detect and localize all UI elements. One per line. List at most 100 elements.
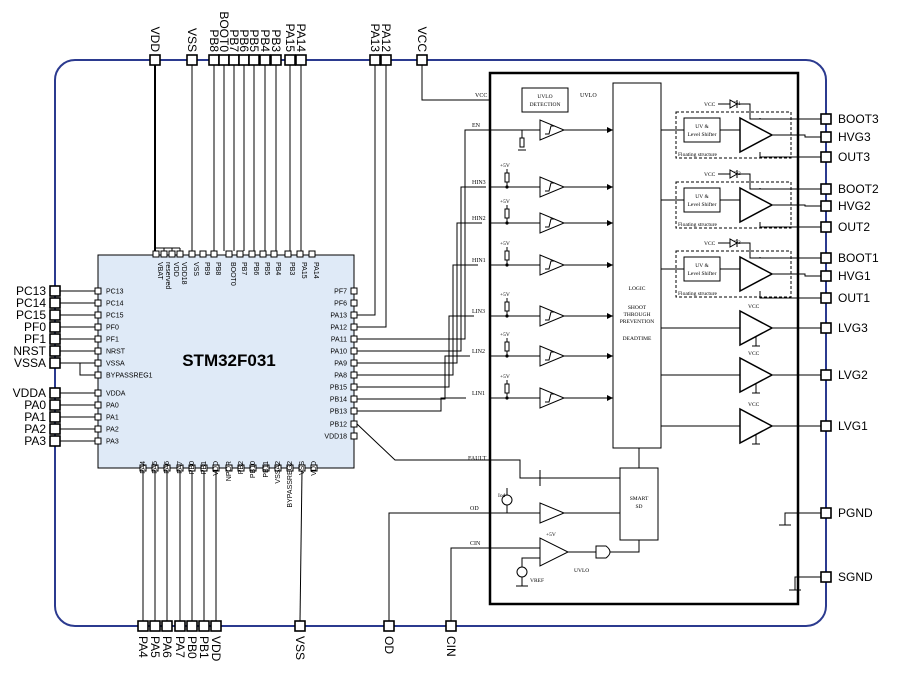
schmitt-buffer: [539, 119, 566, 141]
package-pin-out1: [820, 292, 832, 304]
hvg-wire: [772, 204, 821, 207]
package-pin-vssa: [49, 357, 61, 369]
package-pin-pa4: [137, 620, 149, 632]
mcu-pin-label-pf0: PF0: [106, 325, 119, 332]
mcu-pin-label-pb2: PB2: [238, 461, 245, 474]
package-pin-label-pf1: PF1: [24, 332, 46, 346]
mcu-pin-label-pb6: PB6: [252, 262, 259, 275]
mcu-pin-label-pb1: PB1: [201, 461, 208, 474]
mcu-pin-label-pa5: PA5: [152, 461, 159, 474]
package-pin-pa0: [49, 399, 61, 411]
mcu-pin-label-vssa2: VSSA2: [275, 461, 282, 484]
package-pin-nrst: [49, 345, 61, 357]
mcu-pin-label-pb11: PB11: [263, 461, 270, 478]
level-shifter-line2: Level Shifter: [688, 270, 717, 277]
mcu-pin-label-pa10: PA10: [330, 349, 347, 356]
package-pin-label-pa6-2: PA6: [160, 636, 174, 658]
mcu-pin-label-pb4: PB4: [274, 262, 281, 275]
mcu-pin-pf0: [94, 323, 102, 331]
mcu-pin-pb13: [350, 407, 358, 415]
level-shifter-line1: UV &: [695, 194, 709, 200]
mcu-pin-pb10: [249, 464, 257, 472]
mcu-pin-label-vss: VSS: [192, 262, 199, 276]
hvg-wire: [772, 273, 821, 277]
mcu-pin-label-pa4: PA4: [140, 461, 147, 474]
vcc-wire: [421, 65, 520, 101]
mcu-pin-vssa: [94, 359, 102, 367]
mcu-pin-pc15: [94, 311, 102, 319]
package-pin-label-out2: OUT2: [838, 220, 870, 234]
mcu-pin-label-pf1: PF1: [106, 337, 119, 344]
schmitt-buffer: [539, 387, 566, 409]
mcu-pin-pb5: [259, 250, 267, 258]
mcu-pin-vdd18: [350, 432, 358, 440]
package-pin-label-pc14: PC14: [16, 296, 46, 310]
out-wire: [759, 152, 821, 158]
bootstrap-diode: [729, 99, 739, 109]
package-pin-label-pb5: PB5: [247, 29, 261, 52]
package-pin-label-pgnd: PGND: [838, 506, 873, 520]
cin-internal-label: CIN: [470, 541, 481, 547]
mcu-pin-pb2: [237, 464, 245, 472]
mcu-pin-label-vdd18: VDD18: [324, 434, 347, 441]
schmitt-buffer: [539, 212, 566, 234]
mcu-pin-vdda: [94, 389, 102, 397]
input-label-lin2: LIN2: [472, 349, 485, 355]
high-side-driver: [739, 186, 774, 224]
diode-wire: [737, 242, 760, 259]
uvlo-gate-label: UVLO: [574, 568, 589, 574]
mcu-pin-pf6: [350, 299, 358, 307]
package-pin-lvg2: [820, 369, 832, 381]
package-pin-pb1: [198, 620, 210, 632]
low-side-vcc-label: VCC: [748, 351, 760, 357]
vref-source: [516, 566, 528, 578]
schmitt-symbol: [545, 351, 555, 361]
package-pin-label-lvg1: LVG1: [838, 419, 868, 433]
package-pin-pgnd: [820, 507, 832, 519]
uvlo-out-label: UVLO: [580, 93, 597, 99]
mcu-pin-label-pa8: PA8: [334, 373, 347, 380]
wires: [60, 65, 613, 622]
mcu-pin-label-vdd: VDD: [311, 461, 318, 476]
mcu-pin-vdd18: [176, 250, 184, 258]
mcu-pin-nrst: [94, 347, 102, 355]
diode-wire: [737, 103, 760, 120]
package-pin-hvg3: [820, 131, 832, 143]
package-pin-boot0: [218, 54, 230, 66]
package-pin-label-pc13: PC13: [16, 284, 46, 298]
level-shifter-block: [683, 117, 721, 143]
diode-wire: [737, 173, 760, 190]
package-pin-label-boot1: BOOT1: [838, 251, 879, 265]
plus5v-label: +5V: [500, 332, 510, 338]
input-label-hin2: HIN2: [472, 216, 486, 222]
schmitt-buffer: [539, 254, 566, 276]
mcu-pin-bypassreg1: [94, 371, 102, 379]
plus5v-label: +5V: [500, 241, 510, 247]
package-pin-label-pa13: PA13: [368, 24, 382, 53]
mcu-pin-label-vbat: VBAT: [156, 262, 163, 280]
level-shifter-line1: UV &: [695, 124, 709, 130]
pullup-resistor: [504, 383, 510, 394]
input-label-hin1: HIN1: [472, 258, 486, 264]
low-side-vcc-label: VCC: [748, 304, 760, 310]
package-pin-label-pa15: PA15: [283, 24, 297, 53]
package-pin-boot3: [820, 113, 832, 125]
bypass-wire: [79, 363, 95, 376]
mcu-pin-label-vssa: VSSA: [106, 361, 125, 368]
package-pin-label-sgnd: SGND: [838, 570, 873, 584]
package-pin-pa13: [369, 54, 381, 66]
mcu-pin-pa0: [94, 401, 102, 409]
floating-structure-label: Floating structure: [678, 152, 718, 158]
diode-vcc-label: VCC: [704, 102, 716, 108]
mcu-pin-label-pa15: PA15: [300, 262, 307, 279]
package-pin-label-nrst: NRST: [13, 344, 46, 358]
package-pin-pa12: [380, 54, 392, 66]
mcu-pin-label-pb12: PB12: [330, 422, 347, 429]
mcu-pin-label-pa12: PA12: [330, 325, 347, 332]
arrowhead: [607, 220, 613, 226]
package-pin-label-pb6: PB6: [237, 29, 251, 52]
schmitt-symbol: [545, 218, 555, 228]
mcu-pin-pa8: [350, 371, 358, 379]
input-wire: [357, 315, 474, 388]
